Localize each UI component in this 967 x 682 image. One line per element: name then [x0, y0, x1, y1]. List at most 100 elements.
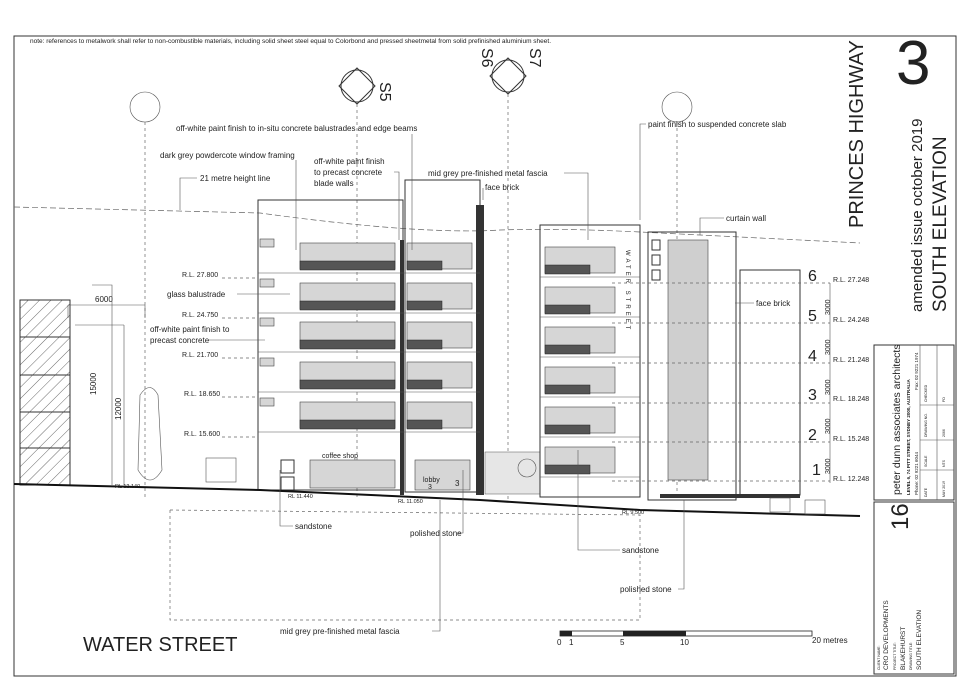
svg-text:paint finish to suspended conc: paint finish to suspended concrete slab [648, 120, 787, 129]
svg-text:3000: 3000 [825, 418, 832, 434]
wall-vent [259, 357, 275, 367]
svg-text:3000: 3000 [825, 299, 832, 315]
svg-text:PROJECT TITLE:: PROJECT TITLE: [893, 642, 897, 670]
svg-text:mid grey pre-finished metal fa: mid grey pre-finished metal fascia [428, 169, 548, 178]
lobby-number: 3 [428, 484, 432, 491]
svg-text:R.L. 18.248: R.L. 18.248 [833, 396, 869, 403]
wall-vent [259, 317, 275, 327]
dim-6000: 6000 [95, 295, 113, 304]
svg-text:2: 2 [808, 427, 817, 444]
svg-text:curtain wall: curtain wall [726, 214, 766, 223]
section-marker-s6-s7[interactable]: S6 S7 [478, 48, 543, 95]
svg-text:S5: S5 [376, 82, 393, 102]
svg-text:R.L. 24.750: R.L. 24.750 [182, 312, 218, 319]
svg-text:sandstone: sandstone [622, 546, 659, 555]
svg-text:3000: 3000 [825, 379, 832, 395]
svg-text:off-white paint finish to: off-white paint finish to [150, 325, 230, 334]
svg-text:R.L. 18.650: R.L. 18.650 [184, 391, 220, 398]
main-building [257, 179, 484, 495]
floor-levels: 6 5 4 3 2 1 R.L. 27.248 R.L. 24.248 R.L.… [612, 268, 869, 483]
svg-text:PD: PD [942, 397, 946, 402]
svg-text:1: 1 [569, 638, 574, 647]
svg-text:3000: 3000 [825, 458, 832, 474]
svg-text:face brick: face brick [485, 183, 520, 192]
balustrade [299, 339, 396, 350]
sheet-number: 3 [896, 29, 930, 98]
svg-text:S6: S6 [478, 48, 495, 68]
street-top-label: PRINCES HIGHWAY [846, 40, 868, 228]
svg-text:glass balustrade: glass balustrade [167, 290, 226, 299]
left-levels: R.L. 27.800 R.L. 24.750 R.L. 21.700 R.L.… [182, 272, 258, 438]
svg-text:DATE: DATE [924, 487, 928, 497]
svg-text:off-white paint finish to in-s: off-white paint finish to in-situ concre… [176, 124, 417, 133]
svg-text:CHECKED: CHECKED [924, 384, 928, 402]
balustrade [406, 419, 443, 430]
rl-ground-3: RL 11.050 [398, 499, 423, 505]
svg-text:5: 5 [808, 308, 817, 325]
coffee-shop-label: coffee shop [322, 453, 358, 460]
svg-text:to precast concrete: to precast concrete [314, 168, 383, 177]
rl-ground-2: RL 11.440 [288, 494, 313, 500]
svg-text:SCALE: SCALE [924, 455, 928, 467]
balustrade [544, 304, 591, 315]
scale-bar: 0 1 5 10 20 metres [557, 630, 848, 647]
svg-text:Phone: 02 9221 6044: Phone: 02 9221 6044 [914, 451, 919, 495]
title-block: peter dunn associates architects LEVEL 6… [873, 344, 955, 675]
balustrade [544, 344, 591, 355]
balustrade [544, 264, 591, 275]
balustrade [299, 419, 396, 430]
svg-text:R.L. 21.700: R.L. 21.700 [182, 352, 218, 359]
svg-text:DRAWING TITLE:: DRAWING TITLE: [909, 642, 913, 670]
balustrade [406, 300, 443, 311]
sheet-border [13, 35, 957, 677]
balustrade [299, 300, 396, 311]
svg-text:dark grey powdercote window fr: dark grey powdercote window framing [160, 151, 295, 160]
dim-15000: 15000 [89, 372, 98, 395]
svg-text:face brick: face brick [756, 299, 791, 308]
svg-text:6: 6 [808, 268, 817, 285]
wall-vent [259, 397, 275, 407]
svg-text:MAY 2019: MAY 2019 [942, 481, 946, 497]
svg-text:CLIENT NAME:: CLIENT NAME: [877, 646, 881, 670]
svg-text:Fax: 02 9221 1974: Fax: 02 9221 1974 [914, 352, 919, 390]
svg-text:LEVEL 6, 74 PITT STREET, SYDNE: LEVEL 6, 74 PITT STREET, SYDNEY 2000, AU… [906, 379, 911, 495]
svg-text:0: 0 [557, 638, 562, 647]
svg-text:R.L. 12.248: R.L. 12.248 [833, 476, 869, 483]
svg-text:BLAKEHURST: BLAKEHURST [900, 627, 907, 670]
balustrade [299, 260, 396, 271]
svg-text:DRAWING NO.: DRAWING NO. [924, 413, 928, 437]
section-marker-s5[interactable]: S5 [338, 67, 393, 105]
svg-text:R.L. 27.248: R.L. 27.248 [833, 277, 869, 284]
svg-text:precast concrete: precast concrete [150, 336, 210, 345]
dim-12000: 12000 [114, 397, 123, 420]
svg-text:blade walls: blade walls [314, 179, 354, 188]
svg-text:CRO DEVELOPMENTS: CRO DEVELOPMENTS [883, 600, 890, 670]
svg-text:20 metres: 20 metres [812, 636, 848, 645]
svg-text:R.L. 15.600: R.L. 15.600 [184, 431, 220, 438]
balustrade [544, 464, 591, 475]
general-note: note: references to metalwork shall refe… [30, 38, 551, 45]
balustrade [299, 379, 396, 390]
lobby-label: lobby [423, 477, 440, 484]
curtain-wall-tower [647, 231, 801, 501]
balustrade [406, 339, 443, 350]
svg-text:5: 5 [620, 638, 625, 647]
svg-text:R.L. 15.248: R.L. 15.248 [833, 436, 869, 443]
svg-text:4: 4 [808, 348, 817, 365]
svg-text:2066: 2066 [942, 429, 946, 437]
svg-text:3: 3 [808, 387, 817, 404]
svg-text:polished stone: polished stone [410, 529, 462, 538]
tree-right [661, 91, 693, 123]
ground-line [13, 483, 861, 517]
svg-text:10: 10 [680, 638, 689, 647]
drawing-number-large: 16 [887, 503, 914, 530]
annotations: off-white paint finish to in-situ concre… [150, 120, 791, 636]
issue-label: amended issue october 2019 [909, 119, 926, 312]
svg-text:sandstone: sandstone [295, 522, 332, 531]
balustrade [544, 424, 591, 435]
balustrade [406, 379, 443, 390]
svg-text:21 metre height line: 21 metre height line [200, 174, 271, 183]
svg-text:NTS: NTS [942, 459, 946, 467]
street-bottom-label: WATER STREET [83, 634, 237, 656]
